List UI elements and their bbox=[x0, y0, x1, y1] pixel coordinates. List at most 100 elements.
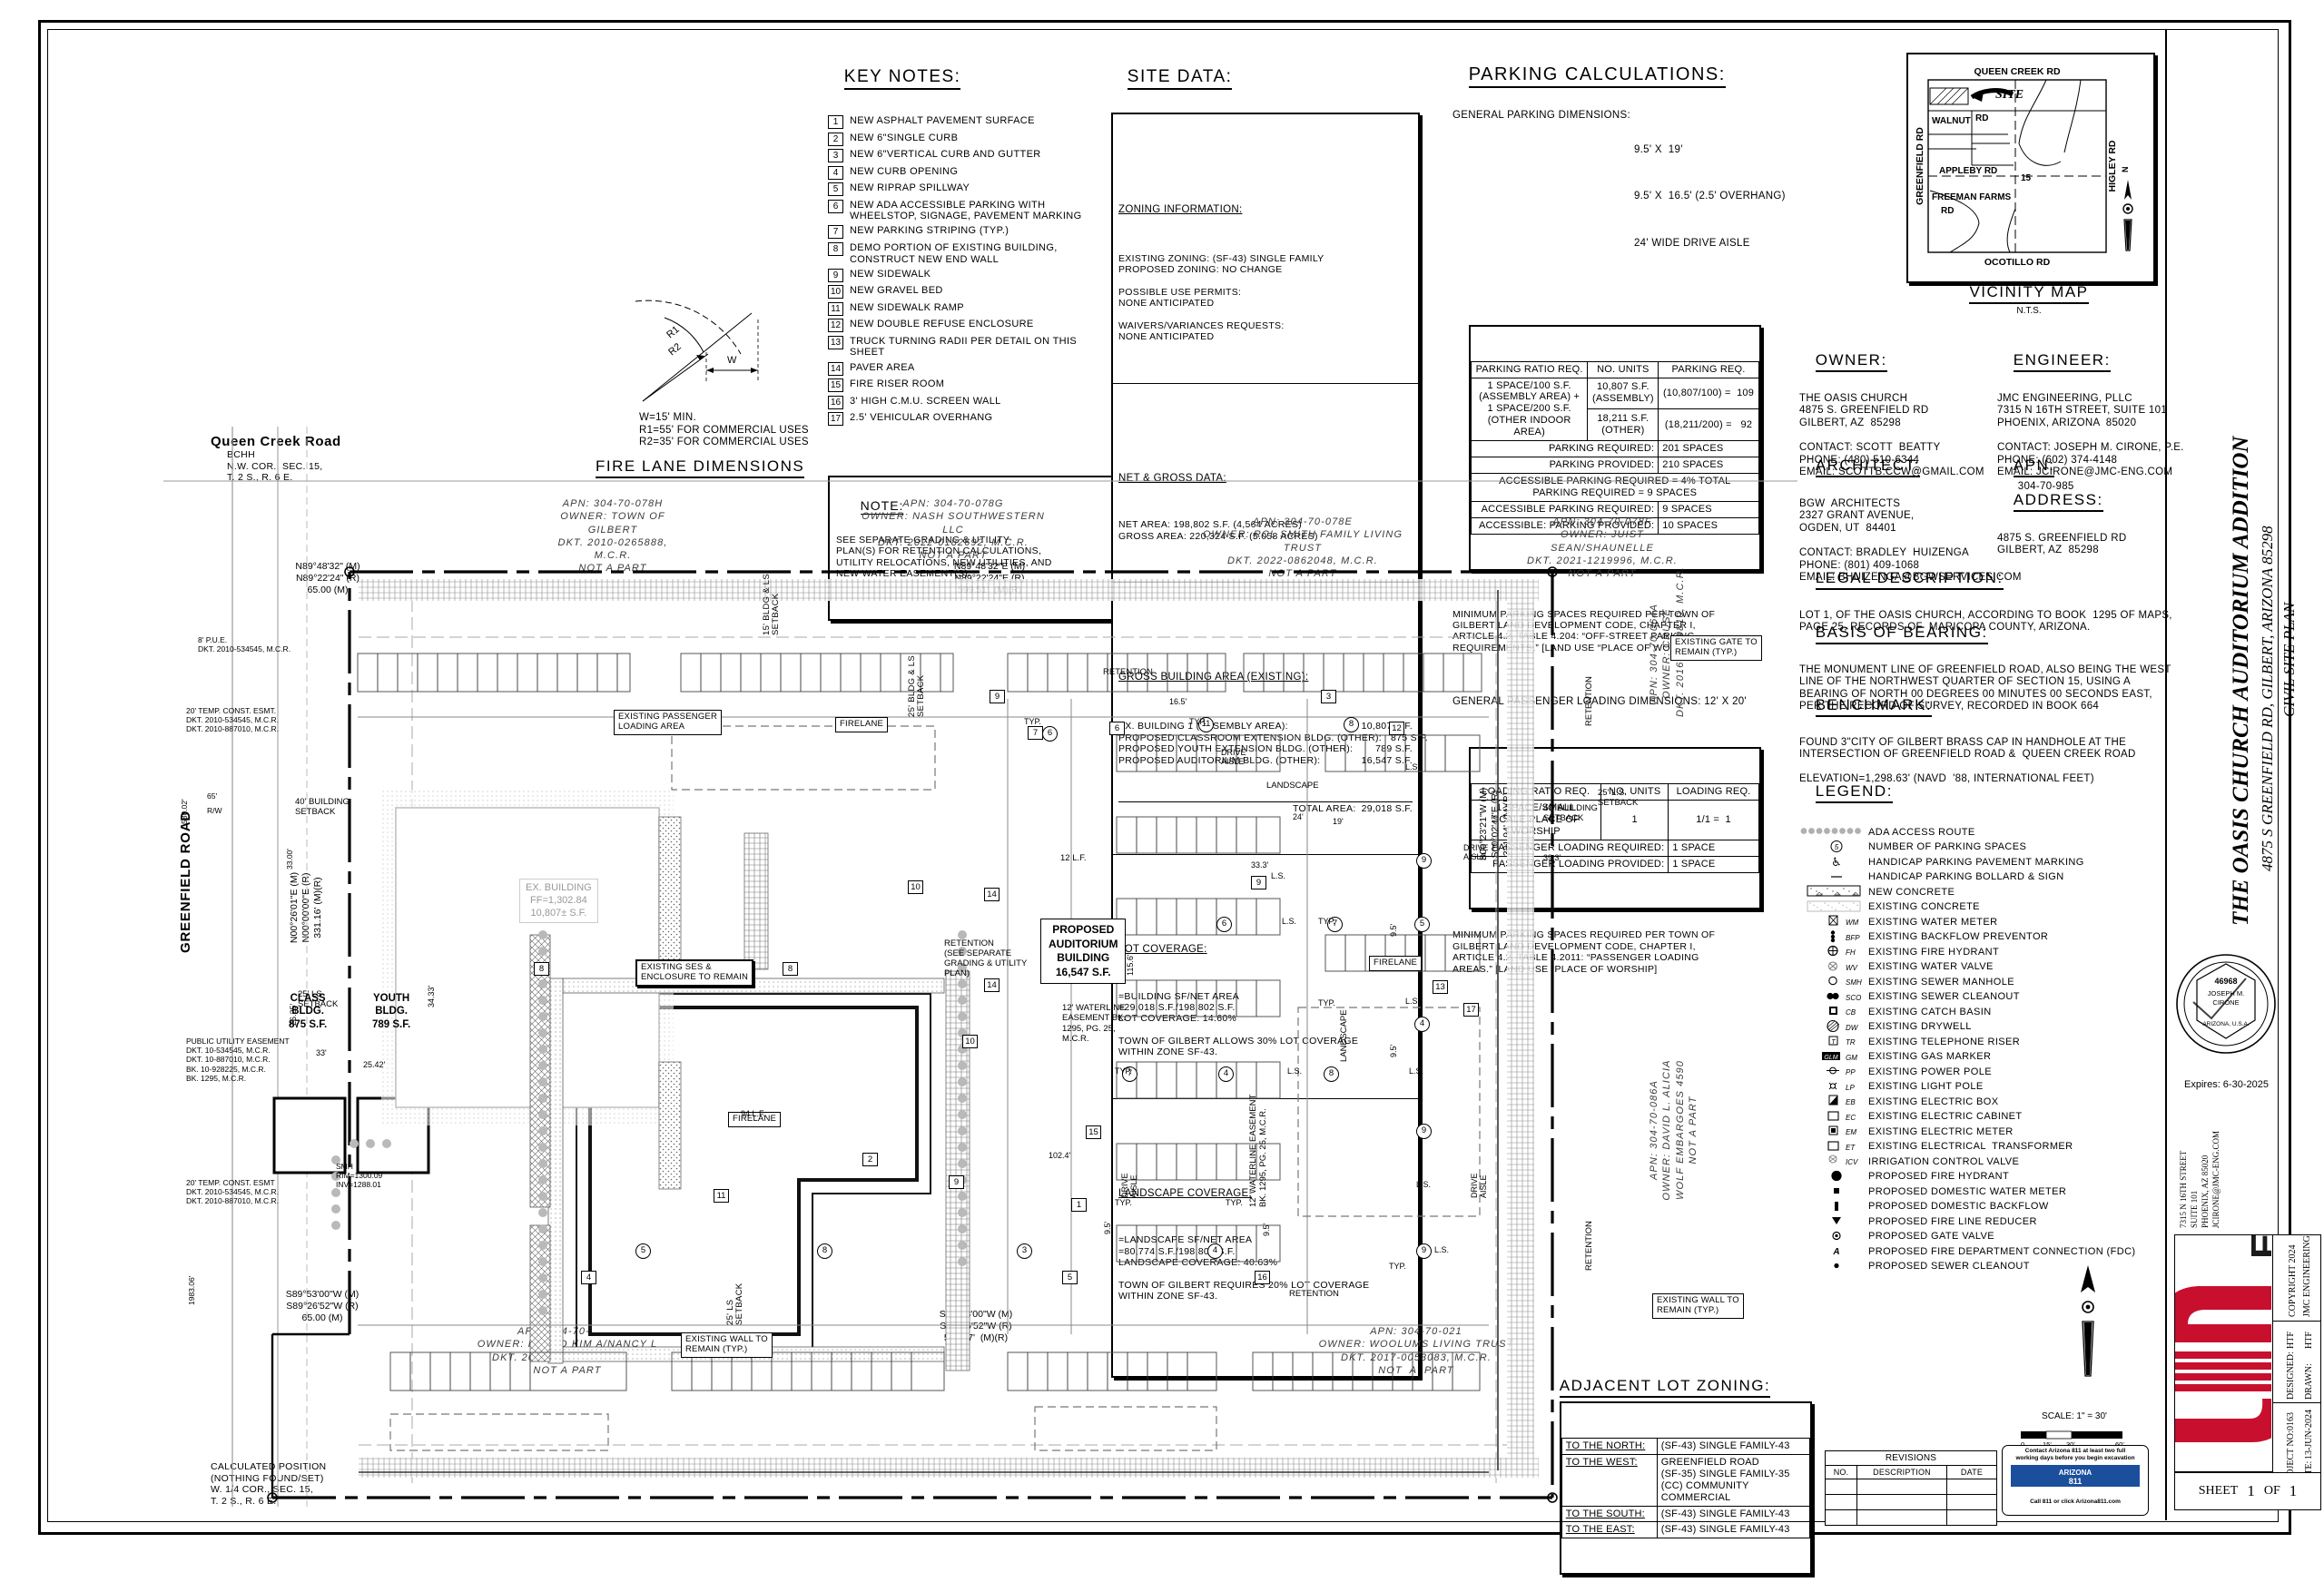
parkcount-8[interactable]: 8 bbox=[1344, 717, 1359, 732]
revisions-row-empty-2[interactable] bbox=[1825, 1494, 1997, 1510]
keytag-13[interactable]: 13 bbox=[1433, 980, 1448, 994]
svg-text:EC: EC bbox=[1846, 1114, 1856, 1122]
keytag-3[interactable]: 3 bbox=[1321, 690, 1336, 703]
svg-text:ICV: ICV bbox=[1846, 1158, 1858, 1166]
keytag-8-b[interactable]: 8 bbox=[534, 962, 549, 976]
prop-gate-valve-icon bbox=[1799, 1229, 1868, 1245]
keytag-10-b[interactable]: 10 bbox=[908, 880, 923, 894]
parkcount-5[interactable]: 5 bbox=[1414, 917, 1430, 932]
bluestake-line1: Contact Arizona 811 at least two full bbox=[2005, 1448, 2145, 1455]
loading-summary-value: 1 SPACE bbox=[1668, 839, 1759, 857]
keytag-4[interactable]: 4 bbox=[581, 1271, 596, 1284]
keytag-17[interactable]: 17 bbox=[1463, 1003, 1479, 1017]
keytag-5[interactable]: 5 bbox=[1062, 1271, 1078, 1284]
revisions-row-empty-1[interactable] bbox=[1825, 1479, 1997, 1495]
keytag-8-a[interactable]: 8 bbox=[783, 962, 798, 976]
parkcount-9[interactable]: 9 bbox=[1416, 853, 1432, 869]
typ-label-4: TYP. bbox=[1318, 998, 1335, 1007]
parkcount-5b[interactable]: 5 bbox=[635, 1243, 651, 1259]
keytag-9-c[interactable]: 9 bbox=[949, 1175, 964, 1189]
dim-34-33: 34.33' bbox=[427, 985, 436, 1007]
keytag-12[interactable]: 12 bbox=[1389, 722, 1404, 735]
keytag-14-b[interactable]: 14 bbox=[984, 978, 1000, 992]
keytag-16[interactable]: 16 bbox=[1255, 1271, 1270, 1284]
sheet-number-cell: SHEET 1 OF 1 bbox=[2174, 1472, 2321, 1510]
parking-heading: PARKING CALCULATIONS: bbox=[1468, 64, 1726, 89]
parkcount-3[interactable]: 3 bbox=[1017, 1243, 1032, 1259]
callout-firelane-2: FIRELANE bbox=[728, 1112, 782, 1127]
key-note-text: NEW RIPRAP SPILLWAY bbox=[850, 182, 970, 194]
typ-label-3: TYP. bbox=[1318, 917, 1335, 926]
key-note-number: 12 bbox=[828, 319, 843, 333]
svg-text:BFP: BFP bbox=[1846, 934, 1860, 942]
north-arrow-vicinity: N bbox=[2121, 167, 2133, 251]
parkcount-4c[interactable]: 4 bbox=[1207, 1243, 1223, 1259]
parking-table-body: 1 SPACE/100 S.F. (ASSEMBLY AREA) + 1 SPA… bbox=[1470, 377, 1759, 536]
drive-aisle-1: DRIVE AISLE bbox=[1221, 748, 1246, 766]
parkcount-9b[interactable]: 9 bbox=[1416, 1124, 1432, 1139]
prop-wm-icon bbox=[1799, 1184, 1868, 1200]
keytag-2[interactable]: 2 bbox=[862, 1153, 878, 1166]
parkcount-11[interactable]: 11 bbox=[1198, 717, 1214, 732]
adjacent-zoning-row: TO THE WEST:GREENFIELD ROAD (SF-35) SING… bbox=[1561, 1453, 1810, 1507]
date-value: 13-JUN-2024 bbox=[2304, 1410, 2314, 1459]
keytag-10-a[interactable]: 10 bbox=[962, 1035, 978, 1048]
note-row-width-2: 33.00' bbox=[285, 849, 294, 870]
parkcount-6[interactable]: 6 bbox=[1042, 726, 1058, 742]
parkcount-4b[interactable]: 4 bbox=[1218, 1066, 1234, 1082]
architect-line bbox=[1799, 535, 2017, 547]
keytag-15[interactable]: 15 bbox=[1086, 1125, 1101, 1139]
lot-coverage-line: =BUILDING SF/NET AREA bbox=[1118, 990, 1240, 1002]
keytag-9-b[interactable]: 9 bbox=[990, 690, 1005, 703]
keytag-14-a[interactable]: 14 bbox=[984, 888, 1000, 901]
ex-concrete-icon bbox=[1799, 899, 1868, 916]
key-note-number: 4 bbox=[828, 165, 843, 180]
vicinity-heading-wrap: VICINITY MAP N.T.S. bbox=[1906, 283, 2152, 317]
drawn-label: DRAWN: bbox=[2304, 1363, 2314, 1400]
ls-label-3: L.S. bbox=[1405, 997, 1421, 1006]
key-note-text: 3' HIGH C.M.U. SCREEN WALL bbox=[850, 395, 1001, 407]
keytag-7[interactable]: 7 bbox=[1028, 726, 1043, 740]
ls-label-1: L.S. bbox=[1405, 762, 1421, 771]
firm-addr4: JCIRONE@JMC-ENG.COM bbox=[2211, 1130, 2221, 1228]
basis-line: BEARING OF NORTH 00 DEGREES 00 MINUTES 0… bbox=[1799, 688, 2152, 700]
legend-item-label: ADA ACCESS ROUTE bbox=[1868, 826, 1975, 838]
electric-meter-icon: EM bbox=[1799, 1124, 1868, 1140]
zoning-line: EXISTING ZONING: (SF-43) SINGLE FAMILY bbox=[1118, 252, 1324, 264]
parkcount-4[interactable]: 4 bbox=[1414, 1017, 1430, 1032]
basis-lines: THE MONUMENT LINE OF GREENFIELD ROAD, AL… bbox=[1799, 664, 2208, 713]
landscape-coverage-line: WITHIN ZONE SF-43. bbox=[1118, 1291, 1218, 1302]
keytag-6[interactable]: 6 bbox=[1109, 722, 1125, 735]
parkcount-7[interactable]: 7 bbox=[1327, 917, 1343, 932]
drawn-value: HTF bbox=[2304, 1332, 2314, 1349]
parkcount-7b[interactable]: 7 bbox=[1122, 1066, 1137, 1082]
revisions-row-empty-3[interactable] bbox=[1825, 1509, 1997, 1526]
legend-item-label: EXISTING DRYWELL bbox=[1868, 1021, 1972, 1033]
zoning-line bbox=[1118, 276, 1413, 287]
parkcount-8c[interactable]: 8 bbox=[817, 1243, 832, 1259]
prop-fdc-icon: A bbox=[1799, 1243, 1868, 1260]
dim-24-a: 24' bbox=[1293, 812, 1304, 821]
keytag-11[interactable]: 11 bbox=[714, 1189, 729, 1203]
parkcount-8b[interactable]: 8 bbox=[1324, 1066, 1339, 1082]
net-gross-line: NET AREA: 198,802 S.F. (4,564 ACRES) bbox=[1118, 519, 1303, 531]
parking-south bbox=[389, 1351, 1481, 1391]
prop-sco-icon bbox=[1799, 1259, 1868, 1275]
r2-label: R2 bbox=[666, 341, 683, 358]
keytag-9-a[interactable]: 9 bbox=[1251, 876, 1266, 889]
parkcount-9c[interactable]: 9 bbox=[1416, 1243, 1432, 1259]
parking-header-cell: PARKING REQ. bbox=[1658, 360, 1759, 378]
keytag-1[interactable]: 1 bbox=[1071, 1198, 1087, 1212]
parkcount-6b[interactable]: 6 bbox=[1216, 917, 1232, 932]
basis-of-bearing-block: BASIS OF BEARING: THE MONUMENT LINE OF G… bbox=[1799, 606, 2208, 748]
electric-cabinet-icon: EC bbox=[1799, 1109, 1868, 1125]
